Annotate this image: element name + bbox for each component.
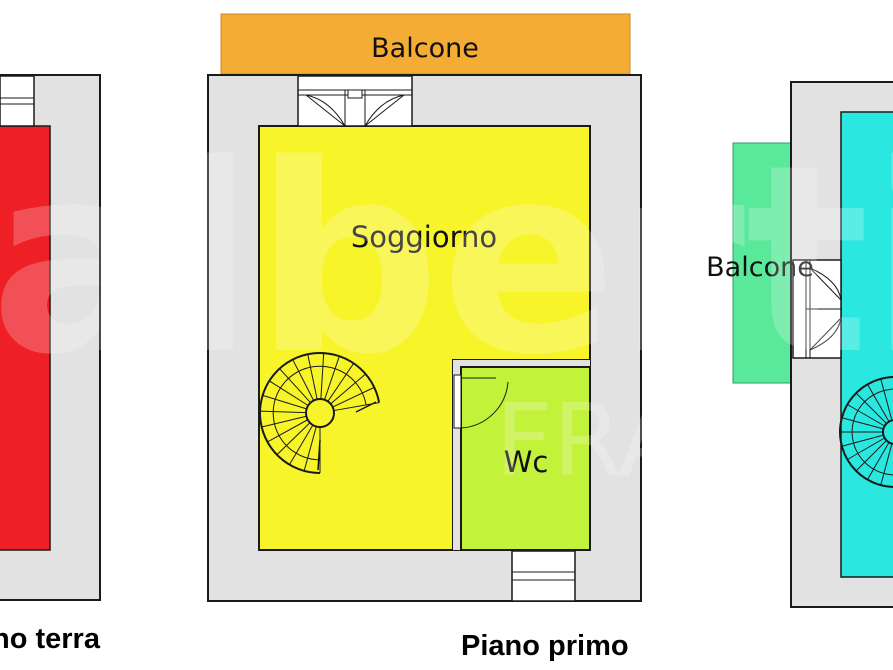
right-balcony-door (792, 259, 842, 359)
bottom-window (511, 550, 576, 602)
wc-label: Wc (504, 445, 549, 479)
svg-text:alberti: alberti (0, 110, 893, 412)
balcony-door (297, 75, 413, 127)
left-window (0, 75, 35, 127)
svg-text:FRAN: FRAN (495, 382, 761, 499)
wc-room (460, 366, 591, 551)
right-balcony (732, 142, 792, 384)
wc-partition-fill (453, 360, 461, 550)
spiral-staircase (259, 352, 381, 474)
right-spiral-staircase (839, 376, 893, 488)
left-floor-caption: no terra (0, 623, 101, 655)
center-floor-caption: Piano primo (461, 630, 629, 662)
left-floor-room (0, 125, 51, 551)
soggiorno-label: Soggiorno (351, 220, 497, 254)
right-floor-room (840, 111, 893, 578)
wc-door (453, 374, 509, 429)
left-floor-plan (0, 74, 101, 601)
right-floor-plan: Balcone (706, 81, 893, 608)
center-balcony-label: Balcone (371, 33, 479, 64)
watermark: alberti FRAN (0, 110, 893, 499)
center-balcony (220, 13, 631, 75)
right-balcony-label: Balcone (706, 252, 814, 283)
center-floor-plan: Balcone Soggiorno Wc (207, 13, 642, 602)
